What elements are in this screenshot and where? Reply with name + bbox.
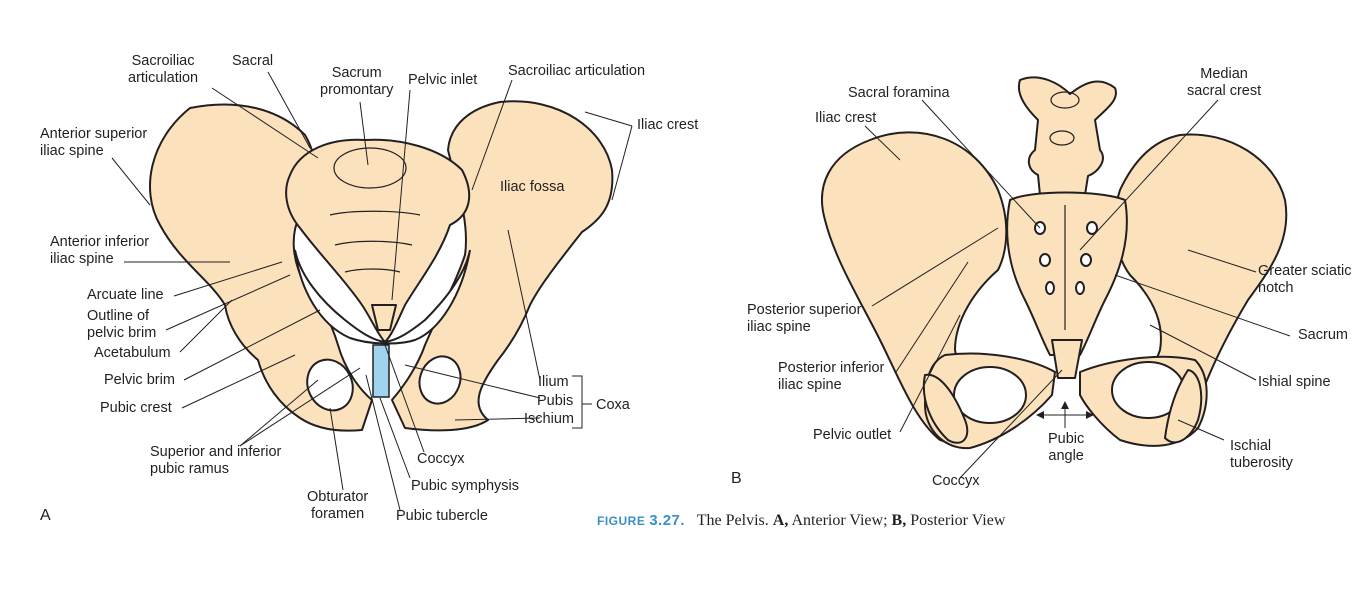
label-anterior-superior-iliac-spine: Anterior superior iliac spine (40, 126, 148, 159)
label-outline-of-pelvic-brim: Outline of pelvic brim (87, 308, 157, 341)
label-obturator-foramen: Obturator foramen (307, 489, 369, 522)
label-pubic-crest: Pubic crest (100, 400, 172, 416)
right-ischial-tuberosity (1164, 369, 1203, 444)
panel-letter-a: A (40, 507, 51, 524)
label-iliac-crest-anterior: Iliac crest (637, 117, 699, 133)
label-ischium: Ischium (524, 411, 574, 427)
label-pubic-angle: Pubic angle (1048, 431, 1085, 464)
label-arcuate-line: Arcuate line (87, 287, 164, 303)
label-median-sacral-crest: Median sacral crest (1187, 66, 1262, 99)
right-coxa-shape (391, 100, 614, 432)
label-pubic-symphysis: Pubic symphysis (411, 478, 519, 494)
lumbar-vertebrae-shape (1017, 76, 1117, 196)
left-ischial-tuberosity (922, 373, 969, 444)
label-pelvic-inlet: Pelvic inlet (408, 72, 478, 88)
label-pubic-tubercle: Pubic tubercle (396, 508, 488, 524)
posterior-coccyx-shape (1051, 339, 1083, 379)
caption-part-b-letter: B, (891, 512, 907, 529)
label-posterior-superior-iliac-spine: Posterior superior iliac spine (747, 302, 862, 335)
label-iliac-crest-posterior: Iliac crest (815, 110, 877, 126)
pubic-symphysis-shape (372, 344, 390, 398)
label-pelvic-brim: Pelvic brim (104, 372, 175, 388)
label-sacroiliac-articulation-right: Sacroiliac articulation (508, 63, 646, 79)
label-ishial-spine: Ishial spine (1258, 374, 1331, 390)
panel-letter-b: B (731, 470, 742, 487)
label-acetabulum: Acetabulum (94, 345, 171, 361)
label-greater-sciatic-notch: Greater sciatic notch (1258, 263, 1352, 296)
posterior-view-drawing (821, 76, 1288, 450)
label-sacral: Sacral (232, 53, 274, 69)
label-ischial-tuberosity: Ischial tuberosity (1230, 438, 1293, 471)
label-superior-inferior-pubic-ramus: Superior and inferior pubic ramus (150, 444, 282, 477)
label-sacroiliac-articulation-left: Sacroiliac articulation (128, 53, 199, 86)
caption-part-a-letter: A, (772, 512, 789, 529)
caption-title: The Pelvis. (696, 512, 769, 529)
caption-part-b-text: Posterior View (910, 512, 1006, 529)
pelvic-inlet-opening (294, 249, 471, 345)
label-coccyx-anterior: Coccyx (417, 451, 465, 467)
anterior-view-drawing (149, 100, 614, 432)
figure-caption: FIGURE 3.27. The Pelvis. A, Anterior Vie… (597, 512, 1005, 530)
label-posterior-inferior-iliac-spine: Posterior inferior iliac spine (778, 360, 885, 393)
label-coxa: Coxa (596, 397, 630, 413)
label-sacrum-promontary: Sacrum promontary (320, 65, 394, 98)
posterior-view-leader-lines (864, 99, 1291, 479)
label-sacral-foramina: Sacral foramina (848, 85, 950, 101)
left-obturator-foramen-posterior (953, 366, 1027, 424)
label-sacrum-posterior: Sacrum (1298, 327, 1348, 343)
coccyx-shape (371, 304, 397, 331)
label-coccyx-posterior: Coccyx (932, 473, 980, 489)
figure-number: FIGURE 3.27. (597, 512, 686, 529)
left-obturator-foramen (306, 358, 354, 412)
label-iliac-fossa: Iliac fossa (500, 179, 565, 195)
label-anterior-inferior-iliac-spine: Anterior inferior iliac spine (50, 234, 150, 267)
anterior-view-leader-lines (111, 71, 633, 511)
right-obturator-foramen (418, 355, 462, 405)
label-pubis: Pubis (537, 393, 574, 409)
label-ilium: Ilium (538, 374, 569, 390)
posterior-sacrum-shape (1006, 191, 1128, 356)
label-pelvic-outlet: Pelvic outlet (813, 427, 892, 443)
caption-part-a-text: Anterior View; (791, 512, 888, 529)
